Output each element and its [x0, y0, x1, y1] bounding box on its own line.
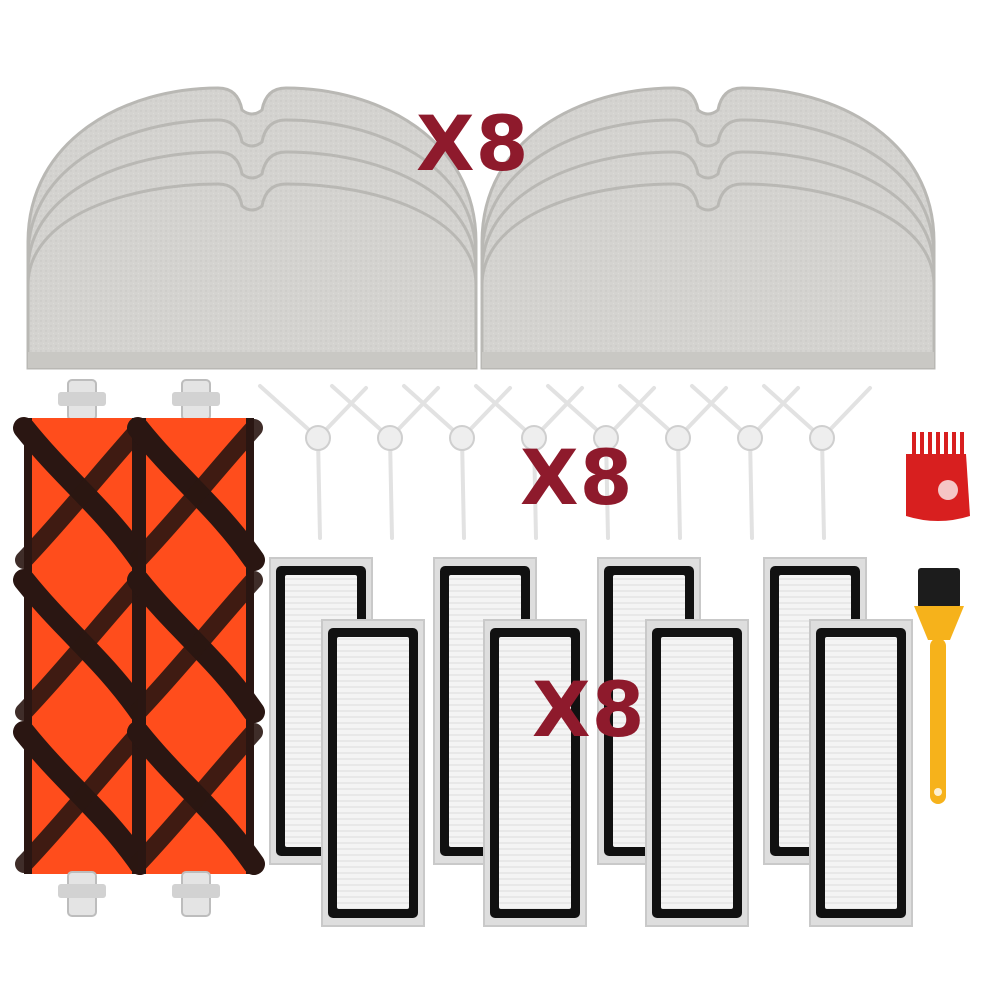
side-brush-hub: [521, 425, 547, 451]
side-brush-hub: [593, 425, 619, 451]
roller-end-cap: [58, 392, 106, 406]
mop-pads-group: [26, 86, 936, 370]
hepa-filter: [321, 619, 425, 927]
filter-media: [499, 637, 571, 909]
side-brush: [618, 384, 728, 540]
side-brush-hub: [377, 425, 403, 451]
mop-pad: [480, 182, 936, 370]
mop-pads-quantity-label: X8: [416, 99, 530, 188]
filters-group: [269, 557, 913, 927]
main-roller: [13, 379, 151, 917]
roller-bristle-edge: [246, 418, 254, 874]
roller-bristle-edge: [138, 418, 146, 874]
side-brush: [690, 384, 800, 540]
mop-pad-edge: [482, 352, 934, 368]
comb-blade: [938, 480, 958, 500]
filter-media: [825, 637, 897, 909]
comb-tooth: [960, 432, 964, 456]
cleaning-tools-group: [906, 432, 970, 804]
main-roller: [127, 379, 265, 917]
side-brushes-group: [258, 384, 872, 540]
brush-hang-hole: [934, 788, 942, 796]
side-brushes-quantity-label: X8: [520, 433, 634, 522]
roller-bristle-strip: [15, 723, 149, 873]
roller-end-cap: [172, 884, 220, 898]
side-brush-arm: [316, 436, 322, 540]
side-brush-hub: [449, 425, 475, 451]
roller-bristle-strip: [129, 723, 263, 873]
side-brush-arm: [532, 436, 538, 540]
comb-tooth: [952, 432, 956, 456]
roller-end-cap: [172, 392, 220, 406]
roller-bristle-strip: [15, 571, 149, 721]
side-brush: [762, 384, 872, 540]
comb-tooth: [936, 432, 940, 456]
hepa-filter: [645, 619, 749, 927]
roller-end-cap: [58, 884, 106, 898]
side-brush-arm: [820, 436, 826, 540]
side-brush: [474, 384, 584, 540]
mop-pad-edge: [28, 352, 476, 368]
side-brush-arm: [748, 436, 754, 540]
comb-cutter-tool: [906, 432, 970, 521]
filter-media: [337, 637, 409, 909]
comb-tooth: [912, 432, 916, 456]
main-rollers-group: [13, 379, 265, 917]
mop-pad: [26, 182, 478, 370]
side-brush-hub: [809, 425, 835, 451]
filters-quantity-label: X8: [532, 665, 646, 754]
side-brush-arm: [460, 436, 466, 540]
roller-bristle-edge: [132, 418, 140, 874]
side-brush-arm: [676, 436, 682, 540]
comb-tooth: [944, 432, 948, 456]
brush-bristles: [918, 568, 960, 608]
side-brush-hub: [305, 425, 331, 451]
side-brush: [330, 384, 440, 540]
cleaning-brush-tool: [914, 568, 964, 804]
roller-bristle-edge: [24, 418, 32, 874]
side-brush-hub: [737, 425, 763, 451]
comb-tooth: [920, 432, 924, 456]
hepa-filter: [809, 619, 913, 927]
comb-tooth: [928, 432, 932, 456]
side-brush: [546, 384, 656, 540]
side-brush-arm: [604, 436, 610, 540]
hepa-filter: [483, 619, 587, 927]
brush-head: [914, 606, 964, 640]
side-brush: [402, 384, 512, 540]
roller-bristle-strip: [15, 419, 149, 569]
filter-media: [661, 637, 733, 909]
side-brush-hub: [665, 425, 691, 451]
comb-body: [906, 454, 970, 521]
side-brush-arm: [388, 436, 394, 540]
side-brush: [258, 384, 368, 540]
roller-bristle-strip: [129, 419, 263, 569]
brush-handle: [930, 638, 946, 804]
roller-bristle-strip: [129, 571, 263, 721]
